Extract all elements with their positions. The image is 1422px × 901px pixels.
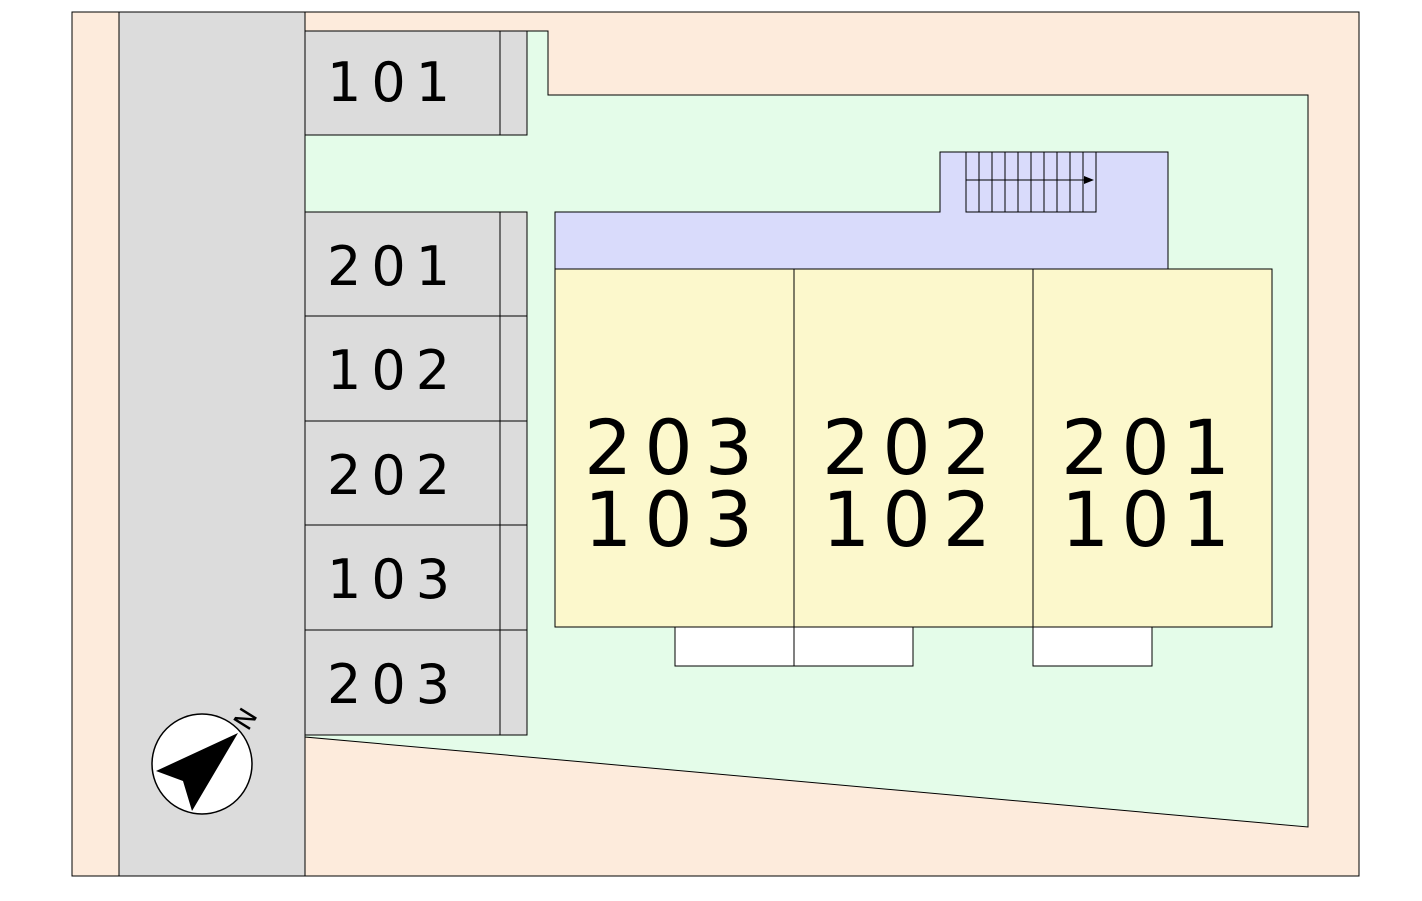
unit-block [554,268,795,628]
balcony [1032,626,1153,667]
unit-label-lower: 103 [584,475,765,564]
balcony [793,626,914,667]
unit-label-upper: 202 [822,403,1003,492]
balconies [674,626,1153,667]
balcony [674,626,795,667]
unit-block [793,268,1034,628]
north-arrow-icon: N [151,703,264,815]
building-units: 203 103 202 102 201 101 [554,268,1273,628]
parking-space [304,420,528,526]
unit-label-lower: 102 [822,475,1003,564]
stairs-icon [965,151,1097,213]
parking-space [304,30,528,136]
parking-space [304,211,528,317]
parking-space [304,629,528,736]
parking-space-label: 201 [327,235,460,298]
parking-space-label: 103 [327,548,460,611]
parking-space [304,315,528,422]
parking-space-label: 101 [327,51,460,114]
parking-area: 101 201 102 202 103 203 [304,30,528,736]
unit-label-upper: 203 [584,403,765,492]
unit-label-upper: 201 [1061,403,1242,492]
parking-space [304,524,528,631]
unit-block [1032,268,1273,628]
parking-space-label: 202 [327,444,460,507]
parking-space-label: 203 [327,653,460,716]
parking-space-label: 102 [327,339,460,402]
unit-label-lower: 101 [1061,475,1242,564]
